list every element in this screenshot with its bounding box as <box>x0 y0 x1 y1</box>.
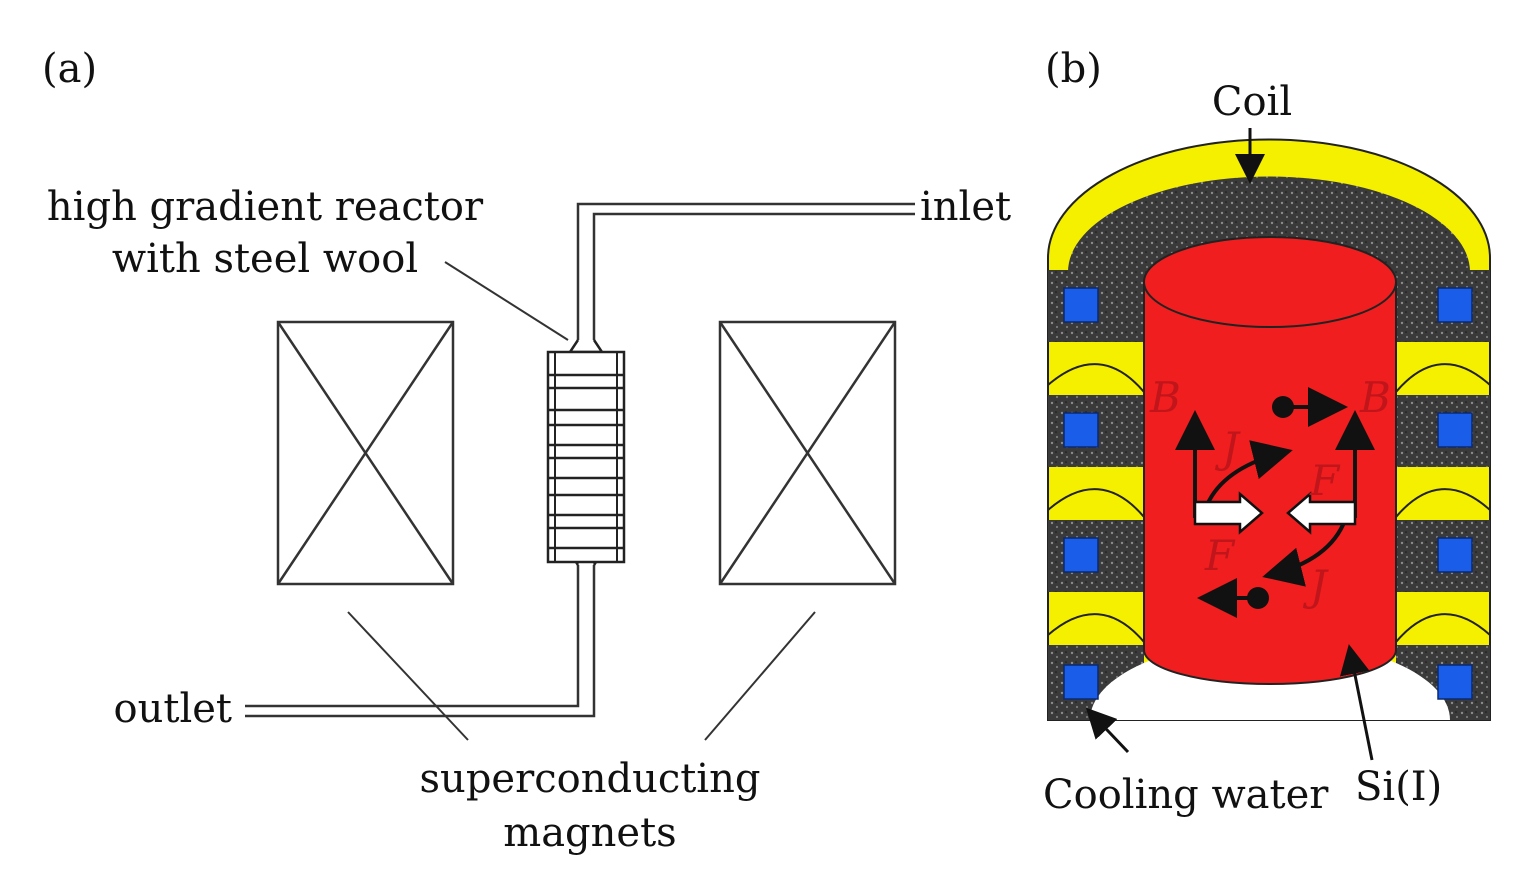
cooling-channels <box>1063 287 1473 700</box>
reactor-label-line1: high gradient reactor <box>47 184 484 230</box>
magnet-leader-left <box>347 611 469 741</box>
magnets-label-line2: magnets <box>503 810 676 856</box>
outlet-label: outlet <box>114 686 232 732</box>
reactor-leader-line <box>444 261 569 341</box>
charge-dot-top <box>1272 396 1294 418</box>
inlet-pipe <box>576 202 915 340</box>
symbol-b-left: B <box>1149 373 1181 422</box>
symbol-b-right: B <box>1359 373 1391 422</box>
cooling-leader <box>1085 707 1130 754</box>
si-label: Si(I) <box>1355 764 1442 810</box>
cooling-label: Cooling water <box>1043 772 1329 818</box>
coil-label: Coil <box>1212 79 1292 125</box>
si-leader <box>1339 644 1374 761</box>
outlet-pipe <box>245 565 596 718</box>
panel-a-tag: (a) <box>42 46 97 92</box>
magnet-leader-right <box>704 611 816 741</box>
panel-b-tag: (b) <box>1045 46 1102 92</box>
panel-a: (a) <box>42 46 1011 856</box>
reactor-label-line2: with steel wool <box>112 236 418 282</box>
right-magnet <box>718 320 897 586</box>
magnets-label-line1: superconducting <box>420 756 761 802</box>
left-magnet <box>276 320 455 586</box>
silicon-cylinder <box>1143 236 1397 685</box>
reactor <box>546 339 626 566</box>
symbol-f-left: F <box>1204 531 1236 580</box>
charge-dot-bottom <box>1247 587 1269 609</box>
panel-b: (b) <box>1043 46 1491 818</box>
inlet-label: inlet <box>920 184 1011 230</box>
symbol-f-right: F <box>1309 456 1341 505</box>
force-arrows <box>1193 491 1357 535</box>
